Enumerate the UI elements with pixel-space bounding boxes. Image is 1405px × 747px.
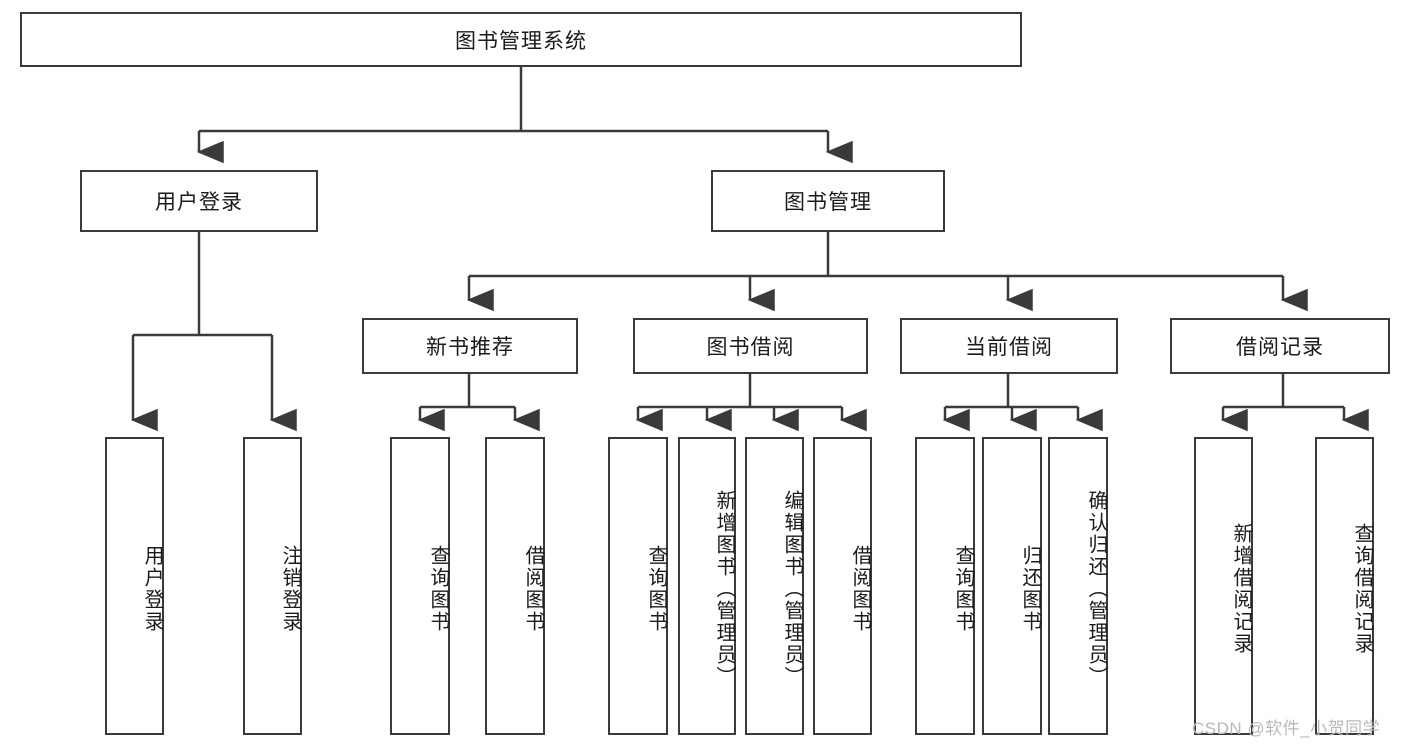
leaf-confirm-return-admin[interactable]: 确认归还（管理员） <box>1048 437 1108 735</box>
node-label: 当前借阅 <box>965 336 1053 359</box>
node-label: 查询图书 <box>427 545 449 633</box>
node-label: 确认归还（管理员） <box>1085 490 1107 688</box>
leaf-query-book-recommend[interactable]: 查询图书 <box>390 437 450 735</box>
node-label: 借阅记录 <box>1236 336 1324 359</box>
node-label: 图书借阅 <box>706 336 795 359</box>
leaf-query-book-borrow[interactable]: 查询图书 <box>608 437 668 735</box>
node-label: 新增借阅记录 <box>1230 523 1252 655</box>
node-label: 新书推荐 <box>426 336 514 359</box>
leaf-add-borrow-record[interactable]: 新增借阅记录 <box>1194 437 1253 735</box>
node-new-book-recommend[interactable]: 新书推荐 <box>362 318 578 374</box>
leaf-add-book-admin[interactable]: 新增图书（管理员） <box>678 437 736 735</box>
node-label: 查询借阅记录 <box>1351 523 1373 655</box>
node-label: 借阅图书 <box>522 545 544 633</box>
leaf-query-borrow-record[interactable]: 查询借阅记录 <box>1315 437 1374 735</box>
node-label: 编辑图书（管理员） <box>781 490 803 688</box>
node-label: 用户登录 <box>155 191 243 214</box>
csdn-watermark: CSDN @软件_小贺同学 <box>1192 719 1381 738</box>
node-label: 新增图书（管理员） <box>713 490 735 688</box>
leaf-borrow-book-recommend[interactable]: 借阅图书 <box>485 437 545 735</box>
leaf-borrow-book[interactable]: 借阅图书 <box>813 437 872 735</box>
leaf-edit-book-admin[interactable]: 编辑图书（管理员） <box>745 437 804 735</box>
node-label: 用户登录 <box>141 545 163 633</box>
leaf-return-book[interactable]: 归还图书 <box>982 437 1042 735</box>
leaf-query-book-current[interactable]: 查询图书 <box>915 437 975 735</box>
leaf-user-login[interactable]: 用户登录 <box>105 437 164 735</box>
node-label: 归还图书 <box>1019 545 1041 633</box>
leaf-logout[interactable]: 注销登录 <box>243 437 302 735</box>
node-borrow-record[interactable]: 借阅记录 <box>1170 318 1390 374</box>
node-book-management[interactable]: 图书管理 <box>711 170 945 232</box>
node-book-borrow[interactable]: 图书借阅 <box>633 318 868 374</box>
node-label: 借阅图书 <box>849 545 871 633</box>
node-root-system[interactable]: 图书管理系统 <box>20 12 1022 67</box>
node-label: 查询图书 <box>645 545 667 633</box>
node-label: 图书管理系统 <box>455 29 587 53</box>
node-label: 查询图书 <box>952 545 974 633</box>
node-user-login[interactable]: 用户登录 <box>80 170 318 232</box>
node-label: 注销登录 <box>279 545 301 633</box>
node-current-borrow[interactable]: 当前借阅 <box>900 318 1118 374</box>
node-label: 图书管理 <box>784 191 872 214</box>
